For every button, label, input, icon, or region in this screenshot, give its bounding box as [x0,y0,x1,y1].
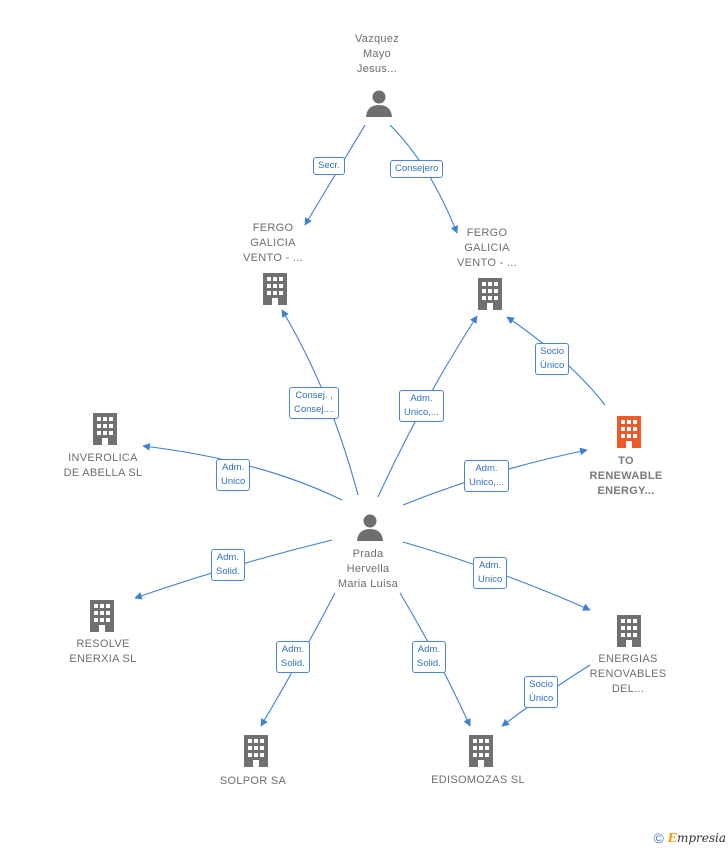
node-label-solpor[interactable]: SOLPOR SA [219,775,287,787]
person-icon[interactable] [364,88,394,118]
edge-label-adm-unico-energias: Adm. Unico [473,557,508,589]
node-label-fergo-2[interactable]: FERGO GALICIA VENTO - ... [457,227,517,269]
building-icon[interactable] [90,411,120,447]
building-icon-highlighted[interactable] [614,414,644,450]
node-label-prada[interactable]: Prada Hervella Maria Luisa [337,548,399,590]
node-label-energias[interactable]: ENERGIAS RENOVABLES DEL... [589,653,667,695]
node-label-vazquez[interactable]: Vazquez Mayo Jesus... [354,33,400,75]
edge-vazquez-fergo1 [304,124,366,226]
edge-label-adm-unico-to: Adm. Unico,... [464,460,509,492]
building-icon[interactable] [87,598,117,634]
edge-label-socio-unico-bottom: Socio Único [524,676,559,708]
edge-label-socio-unico-top: Socio Único [535,343,570,375]
footer-brand[interactable]: © Empresia [653,830,726,846]
edge-vazquez-fergo2 [389,124,459,234]
node-label-resolve[interactable]: RESOLVE ENERXIA SL [69,638,137,665]
brand-logo: Empresia [667,831,726,845]
edge-label-consejero: Consejero [390,160,444,178]
node-label-edisomozas[interactable]: EDISOMOZAS SL [431,774,525,786]
node-label-to-renewable[interactable]: TO RENEWABLE ENERGY... [589,455,663,497]
person-icon[interactable] [355,512,385,542]
building-icon[interactable] [475,276,505,312]
building-icon[interactable] [466,733,496,769]
building-icon[interactable] [241,733,271,769]
edge-label-secr: Secr. [313,157,345,175]
edge-label-adm-unico-fergo2: Adm. Unico,... [399,390,444,422]
building-icon[interactable] [614,613,644,649]
edge-prada-inverolica [142,443,343,501]
node-label-inverolica[interactable]: INVEROLICA DE ABELLA SL [63,452,143,479]
edge-label-consej: Consej. , Consej.... [289,387,340,419]
node-label-fergo-1[interactable]: FERGO GALICIA VENTO - ... [243,222,303,264]
edge-label-adm-unico-inverolica: Adm. Unico [216,459,251,491]
edge-label-adm-solid-edisomozas: Adm. Solid. [412,641,446,673]
copyright-icon: © [653,830,664,846]
building-icon[interactable] [260,271,290,307]
edge-label-adm-solid-solpor: Adm. Solid. [276,641,310,673]
edge-label-adm-solid-resolve: Adm. Solid. [211,549,245,581]
